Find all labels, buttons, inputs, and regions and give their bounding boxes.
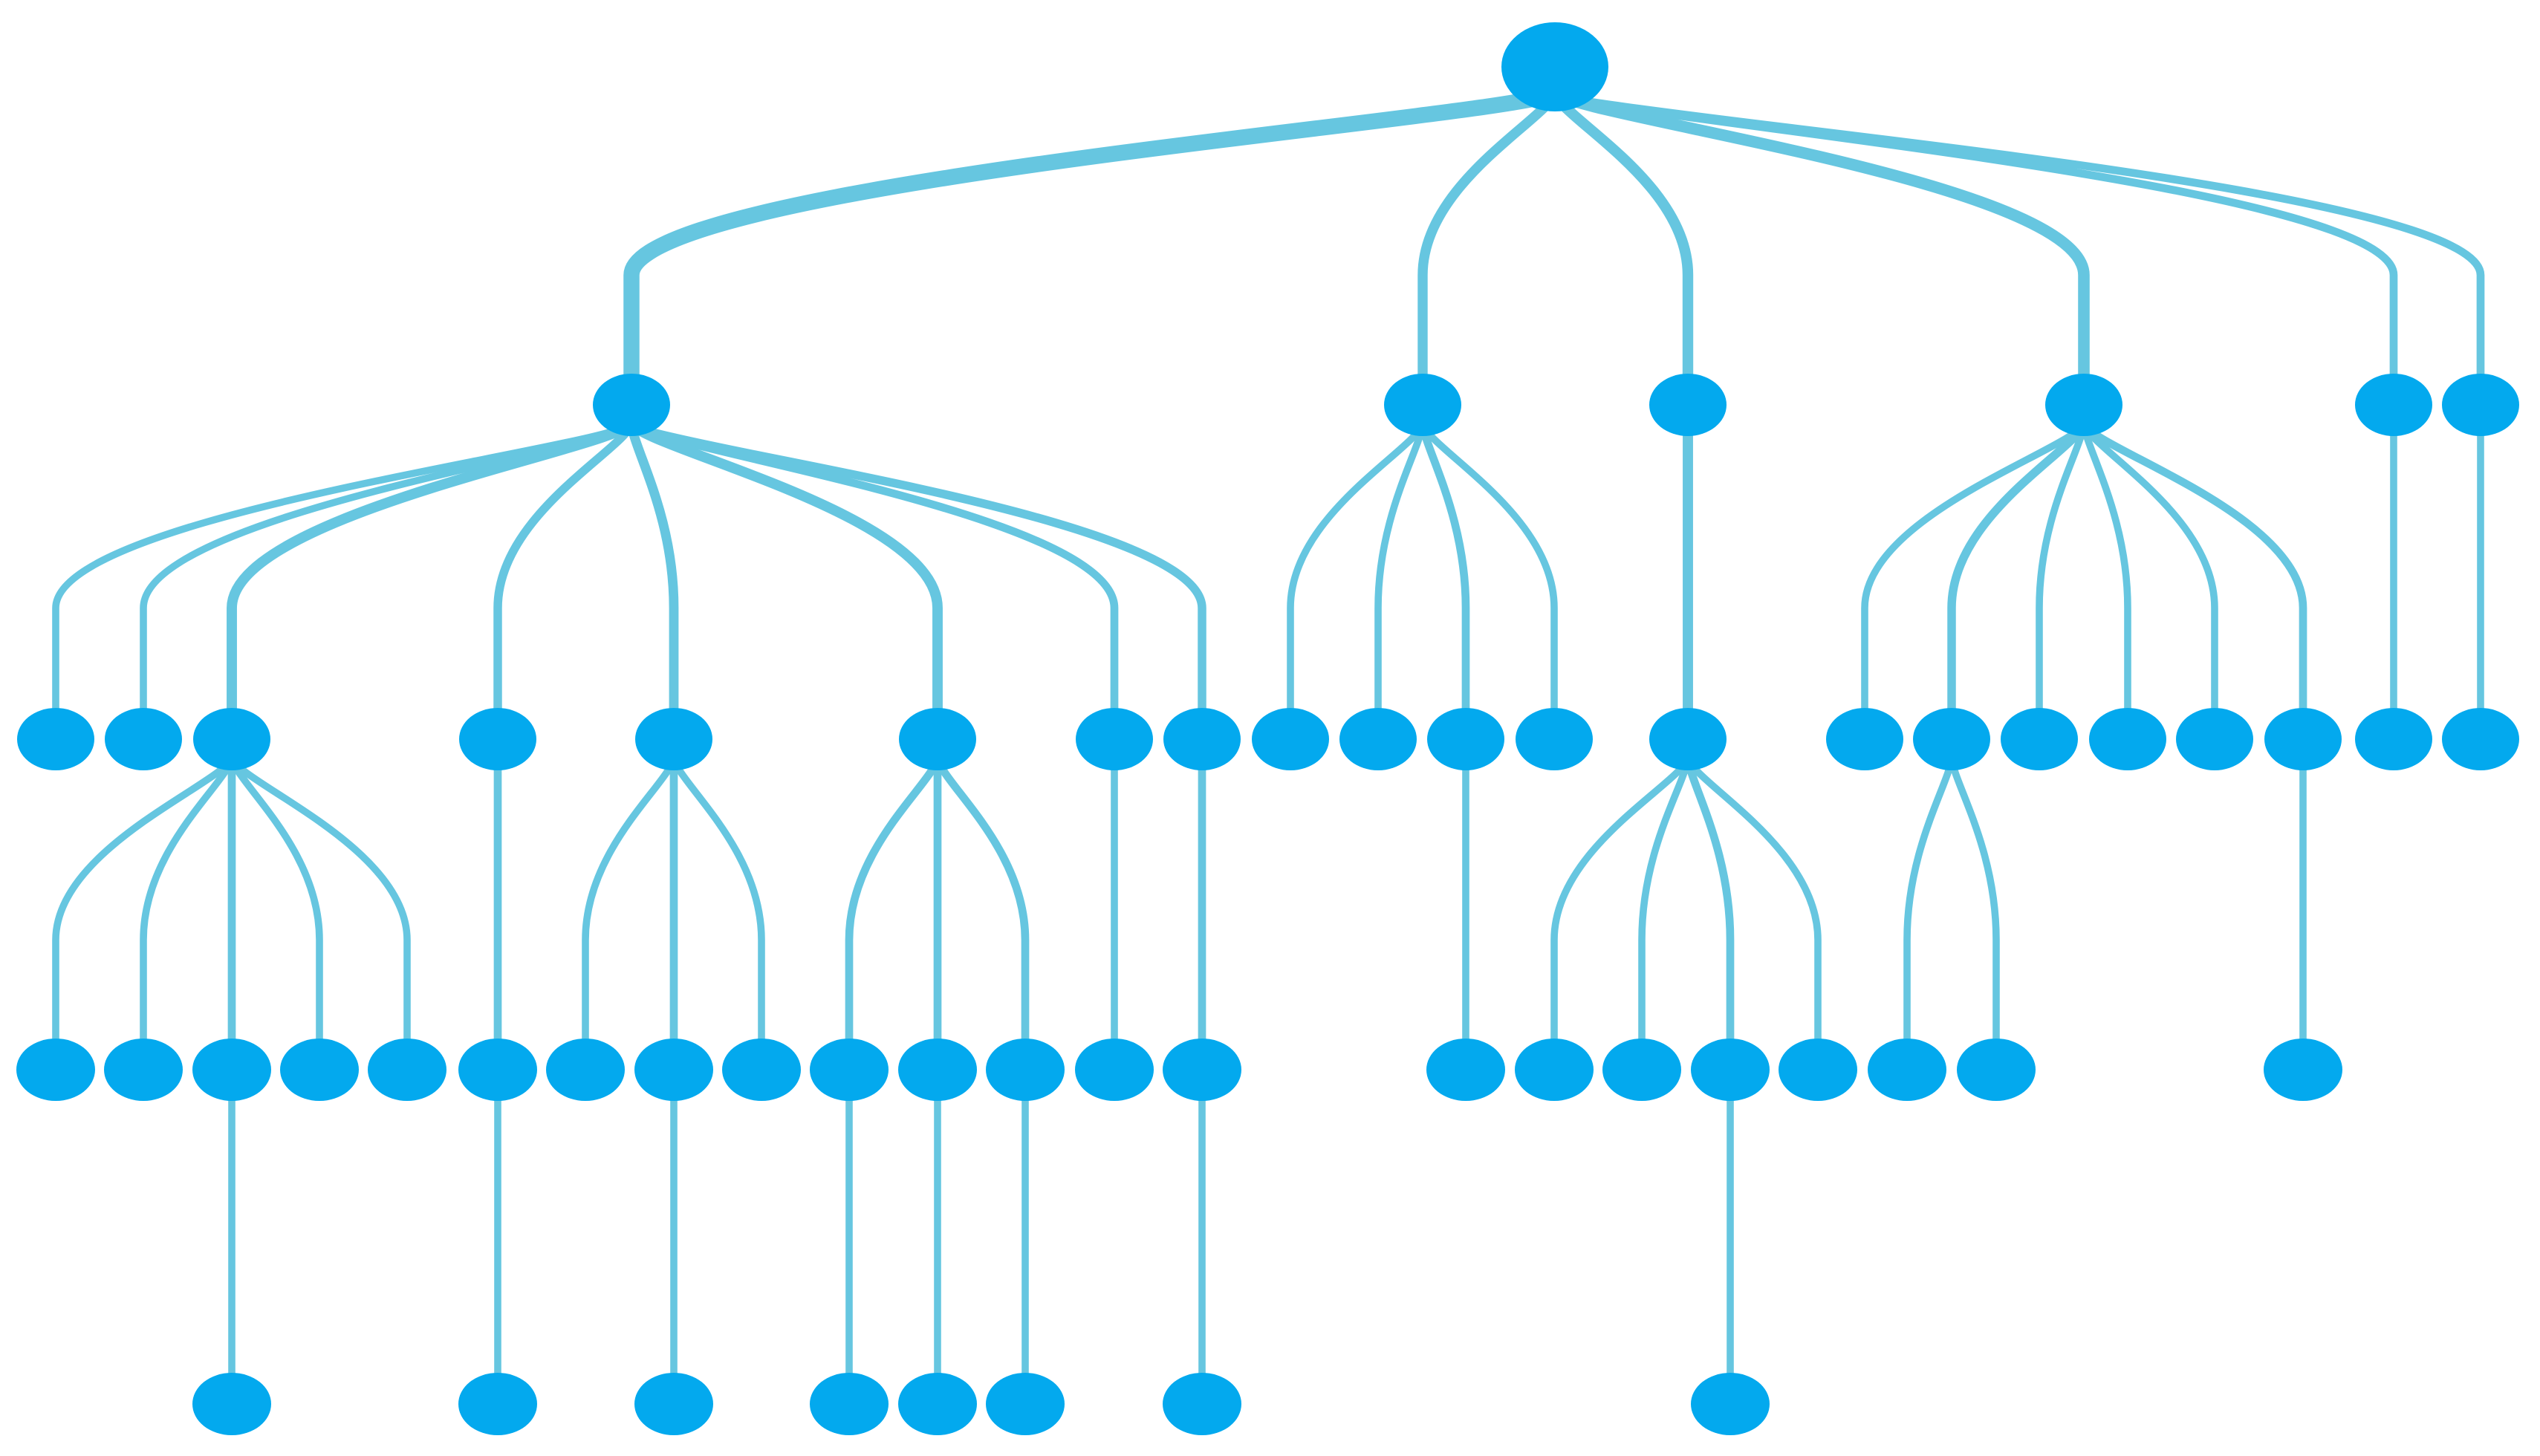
tree-node-a8 [1163, 708, 1241, 770]
tree-node-a8a [1163, 1039, 1241, 1101]
tree-node-d5 [2176, 708, 2253, 770]
tree-edge-a6-a6c [933, 752, 1030, 1057]
tree-node-a7a [1075, 1039, 1154, 1101]
tree-node-a4 [459, 708, 536, 770]
tree-edge-a-a7 [627, 417, 1119, 727]
tree-node-b1 [1252, 708, 1329, 770]
tree-node-a6a [810, 1039, 889, 1101]
tree-node-c1a [1515, 1039, 1594, 1101]
tree-node-d1 [1826, 708, 1903, 770]
tree-edge-c1-c1a [1550, 753, 1692, 1056]
tree-node-a3e [368, 1039, 446, 1101]
tree-node-a6b1 [898, 1373, 977, 1435]
tree-node-a5b [634, 1039, 713, 1101]
tree-edge-a5-a5a [582, 753, 678, 1056]
tree-node-d2a [1868, 1039, 1946, 1101]
tree-node-b2 [1339, 708, 1417, 770]
tree-node-a6c1 [986, 1373, 1065, 1435]
tree-edge-a-a3 [227, 417, 637, 727]
tree-node-a5b1 [634, 1373, 713, 1435]
tree-node-c1c1 [1691, 1373, 1770, 1435]
tree-node-a3 [193, 708, 270, 770]
tree-edge-a-a2 [140, 418, 635, 726]
tree-node-e1 [2355, 708, 2432, 770]
tree-node-a4a [458, 1039, 537, 1101]
tree-node-d4 [2089, 708, 2166, 770]
tree-node-d6a [2264, 1039, 2342, 1101]
tree-node-a7 [1076, 708, 1153, 770]
tree-edge-d2-d2b [1948, 753, 2000, 1056]
tree-node-a8a1 [1163, 1373, 1241, 1435]
tree-edge-a3-a3b [140, 753, 236, 1056]
tree-node-a3c [192, 1039, 271, 1101]
tree-edge-root-b [1417, 86, 1560, 393]
tree-node-a4a1 [458, 1373, 537, 1435]
tree-edge-b-b3 [1418, 417, 1470, 727]
tree-node-b3 [1427, 708, 1504, 770]
tree-edge-root-a [623, 83, 1563, 396]
tree-node-f [2442, 374, 2519, 436]
tree-node-d [2045, 374, 2122, 436]
tree-edge-a6-a6a [845, 752, 942, 1057]
tree-node-a3c1 [192, 1373, 271, 1435]
tree-node-a1 [17, 708, 94, 770]
tree-node-a3d [280, 1039, 359, 1101]
tree-node-a6 [899, 708, 976, 770]
tree-node-a3b [104, 1039, 183, 1101]
tree-edge-c1-c1d [1684, 753, 1822, 1056]
tree-edge-a-a8 [627, 417, 1206, 727]
tree-edge-b-b4 [1419, 418, 1558, 726]
tree-edge-a5-a5c [670, 753, 765, 1056]
tree-node-c [1649, 374, 1727, 436]
tree-node-d6 [2264, 708, 2342, 770]
tree-node-d3 [2001, 708, 2078, 770]
tree-edge-d-d6 [2079, 417, 2307, 727]
tree-edge-d2-d2a [1903, 753, 1955, 1056]
tree-node-a6a1 [810, 1373, 889, 1435]
tree-node-a2 [105, 708, 182, 770]
tree-node-a5c [722, 1039, 801, 1101]
tree-node-a3a [16, 1039, 95, 1101]
tree-node-c1b [1602, 1039, 1681, 1101]
node-layer [16, 22, 2519, 1435]
tree-node-c1 [1649, 708, 1727, 770]
tree-node-a5a [546, 1039, 625, 1101]
tree-node-a5 [635, 708, 712, 770]
tree-node-a6b [898, 1039, 977, 1101]
tree-node-c1c [1691, 1039, 1770, 1101]
tree-node-d2b [1957, 1039, 2036, 1101]
tree-node-f1 [2442, 708, 2519, 770]
tree-edge-c1-c1c [1683, 752, 1735, 1057]
tree-edge-root-f [1550, 87, 2485, 392]
tree-node-d2 [1913, 708, 1990, 770]
tree-node-a [593, 374, 670, 436]
tree-edge-a3-a3d [228, 753, 323, 1056]
tree-node-b [1384, 374, 1461, 436]
edge-layer [52, 83, 2485, 1391]
tree-node-b4 [1516, 708, 1593, 770]
tree-node-e [2355, 374, 2432, 436]
tree-edge-a-a5 [626, 417, 679, 727]
tree-edge-d-d1 [1861, 418, 2088, 726]
tree-edge-root-c [1549, 85, 1694, 394]
tree-root-node [1501, 22, 1608, 111]
tree-edge-b-b1 [1287, 418, 1426, 726]
tree-node-c1d [1779, 1039, 1857, 1101]
tree-node-a6c [986, 1039, 1065, 1101]
tree-node-b3a [1426, 1039, 1505, 1101]
